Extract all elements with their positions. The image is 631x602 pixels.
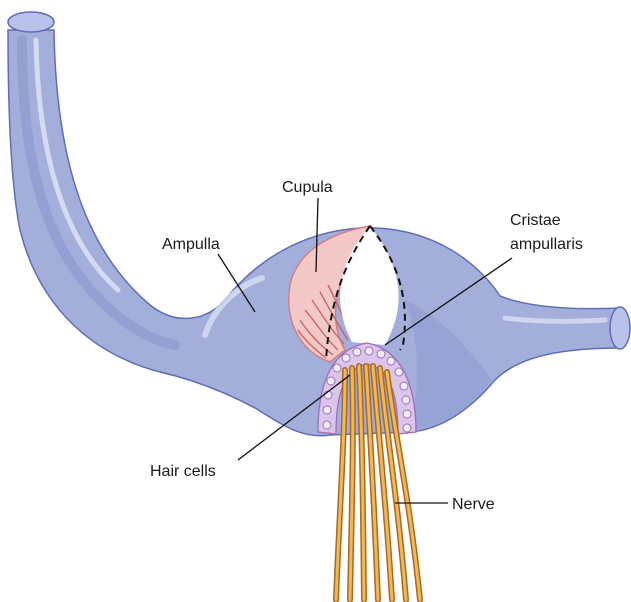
label-cristae-line1: Cristae <box>510 212 561 229</box>
label-cupula: Cupula <box>282 179 333 196</box>
duct-right-opening <box>610 307 630 349</box>
label-ampulla: Ampulla <box>162 236 220 253</box>
duct-body <box>8 30 622 436</box>
label-cristae-line2: ampullaris <box>510 236 583 253</box>
label-nerve: Nerve <box>452 496 495 513</box>
duct-top-opening <box>8 12 54 32</box>
label-hair-cells: Hair cells <box>150 463 216 480</box>
